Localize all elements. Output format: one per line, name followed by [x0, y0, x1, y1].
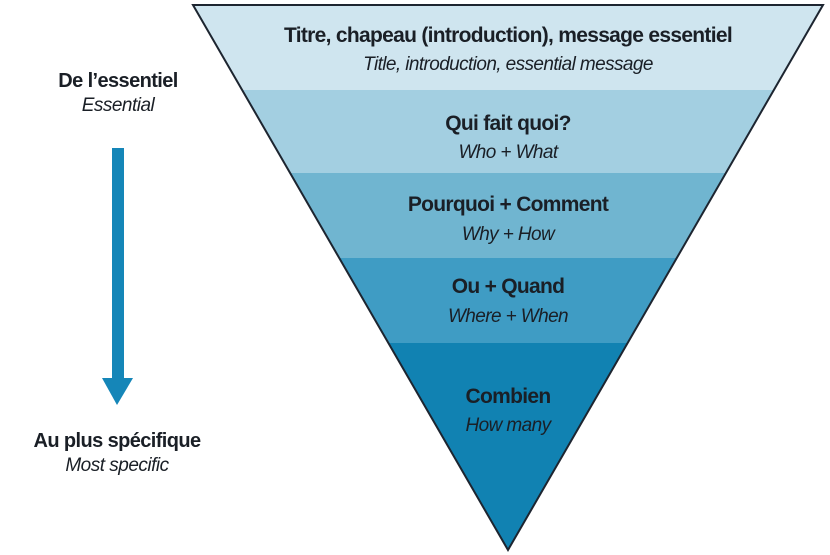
- level-4-title: Ou + Quand: [452, 275, 565, 298]
- level-1-band: [193, 5, 823, 90]
- level-2-band: [193, 90, 823, 173]
- level-5-band: [193, 343, 823, 550]
- bottom-scale-label: Au plus spécifique Most specific: [0, 430, 234, 477]
- level-5-title: Combien: [466, 385, 551, 408]
- level-4-subtitle: Where + When: [448, 306, 568, 327]
- level-2-subtitle: Who + What: [458, 142, 558, 163]
- down-arrow-icon: [102, 148, 133, 405]
- level-1-title: Titre, chapeau (introduction), message e…: [284, 24, 732, 47]
- level-2-title: Qui fait quoi?: [445, 112, 571, 135]
- level-4-band: [193, 258, 823, 343]
- specific-sublabel: Most specific: [65, 455, 169, 476]
- essential-sublabel: Essential: [81, 95, 155, 116]
- top-scale-label: De l’essentiel Essential: [18, 70, 218, 117]
- specific-label: Au plus spécifique: [33, 430, 201, 452]
- level-5-subtitle: How many: [466, 415, 553, 436]
- level-3-subtitle: Why + How: [462, 224, 556, 245]
- essential-label: De l’essentiel: [58, 70, 178, 92]
- level-3-title: Pourquoi + Comment: [408, 193, 609, 216]
- level-1-subtitle: Title, introduction, essential message: [363, 54, 653, 75]
- pyramid-outline: [191, 4, 825, 552]
